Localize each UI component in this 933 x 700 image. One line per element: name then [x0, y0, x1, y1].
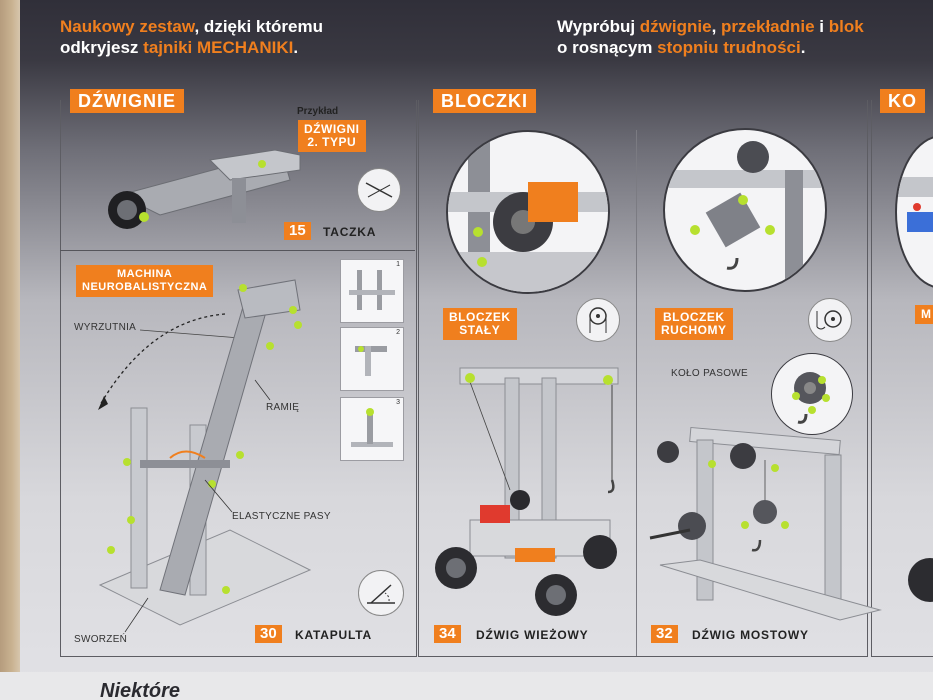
- intro-right-highlight-3: blok: [828, 17, 864, 36]
- label-elastyczne-pasy: ELASTYCZNE PASY: [232, 511, 331, 522]
- movable-pulley-icon: [808, 298, 852, 342]
- section-tag-kolo: KO: [880, 89, 925, 113]
- example-caption: Przykład: [297, 106, 339, 117]
- step-number: 3: [396, 399, 400, 406]
- panel-bloczki: [418, 100, 868, 657]
- movable-pulley-detail-image: [663, 128, 827, 292]
- fixed-pulley-detail-image: [446, 130, 610, 294]
- intro-right-period: .: [800, 38, 806, 57]
- label-ramie: RAMIĘ: [266, 402, 300, 413]
- label-wyrzutnia: WYRZUTNIA: [74, 322, 137, 333]
- intro-right-highlight-4: stopniu trudności: [657, 38, 801, 57]
- bloczek-staly-tag: BLOCZEK STAŁY: [443, 308, 517, 340]
- intro-right-text: Wypróbuj: [557, 17, 640, 36]
- wooden-table-edge: [0, 0, 20, 700]
- intro-left-text: , dzięki któremu: [194, 17, 323, 36]
- section-tag-bloczki: BLOCZKI: [433, 89, 536, 113]
- intro-left-period: .: [293, 38, 299, 57]
- intro-left-text-2: odkryjesz: [60, 38, 144, 57]
- intro-right-highlight-1: dźwignie: [639, 17, 712, 36]
- model-number-taczka: 15: [284, 222, 311, 240]
- intro-right-highlight-2: przekładnie: [721, 17, 815, 36]
- model-name-dzwig-wiezowy: DŹWIG WIEŻOWY: [476, 628, 589, 642]
- gear-detail-image: [895, 135, 933, 289]
- lever-icon: [357, 168, 401, 212]
- belt-wheel-detail-image: [771, 353, 853, 435]
- model-name-taczka: TACZKA: [323, 225, 377, 239]
- label-sworzen: SWORZEŃ: [74, 634, 128, 645]
- intro-left-highlight: Naukowy zestaw: [60, 17, 195, 36]
- intro-right: Wypróbuj dźwignie, przekładnie i blok o …: [557, 16, 864, 58]
- model-name-dzwig-mostowy: DŹWIG MOSTOWY: [692, 628, 809, 642]
- model-number-katapulta: 30: [255, 625, 282, 643]
- step-number: 2: [396, 329, 400, 336]
- machina-tag: MACHINA NEUROBALISTYCZNA: [76, 265, 214, 297]
- intro-right-text-2: o rosnącym: [557, 38, 658, 57]
- panel-dzwignie: [60, 100, 417, 657]
- label-kolo-pasowe: KOŁO PASOWE: [671, 368, 749, 379]
- intro-left-highlight-2: tajniki MECHANIKI: [143, 38, 294, 57]
- step-thumbnail: 3: [340, 397, 404, 461]
- model-name-katapulta: KATAPULTA: [295, 628, 372, 642]
- section-partial-tag: M: [915, 305, 933, 324]
- divider-vertical: [636, 130, 637, 656]
- step-number: 1: [396, 261, 400, 268]
- section-tag-dzwignie: DŹWIGNIE: [70, 89, 184, 113]
- model-number-dzwig-wiezowy: 34: [434, 625, 461, 643]
- bloczek-ruchomy-tag: BLOCZEK RUCHOMY: [655, 308, 733, 340]
- model-number-dzwig-mostowy: 32: [651, 625, 678, 643]
- step-thumbnail: 2: [340, 327, 404, 391]
- intro-right-and: i: [814, 17, 829, 36]
- example-tag: DŹWIGNI 2. TYPU: [298, 120, 366, 152]
- intro-right-comma: ,: [711, 17, 722, 36]
- step-thumbnail: 1: [340, 259, 404, 323]
- intro-left: Naukowy zestaw, dzięki któremu odkryjesz…: [60, 16, 323, 58]
- fixed-pulley-icon: [576, 298, 620, 342]
- panel-kolo: [871, 100, 933, 657]
- catapult-icon: [358, 570, 404, 616]
- bottom-strip: [0, 672, 933, 700]
- divider: [60, 250, 415, 251]
- bottom-heading: Niektóre: [100, 680, 181, 700]
